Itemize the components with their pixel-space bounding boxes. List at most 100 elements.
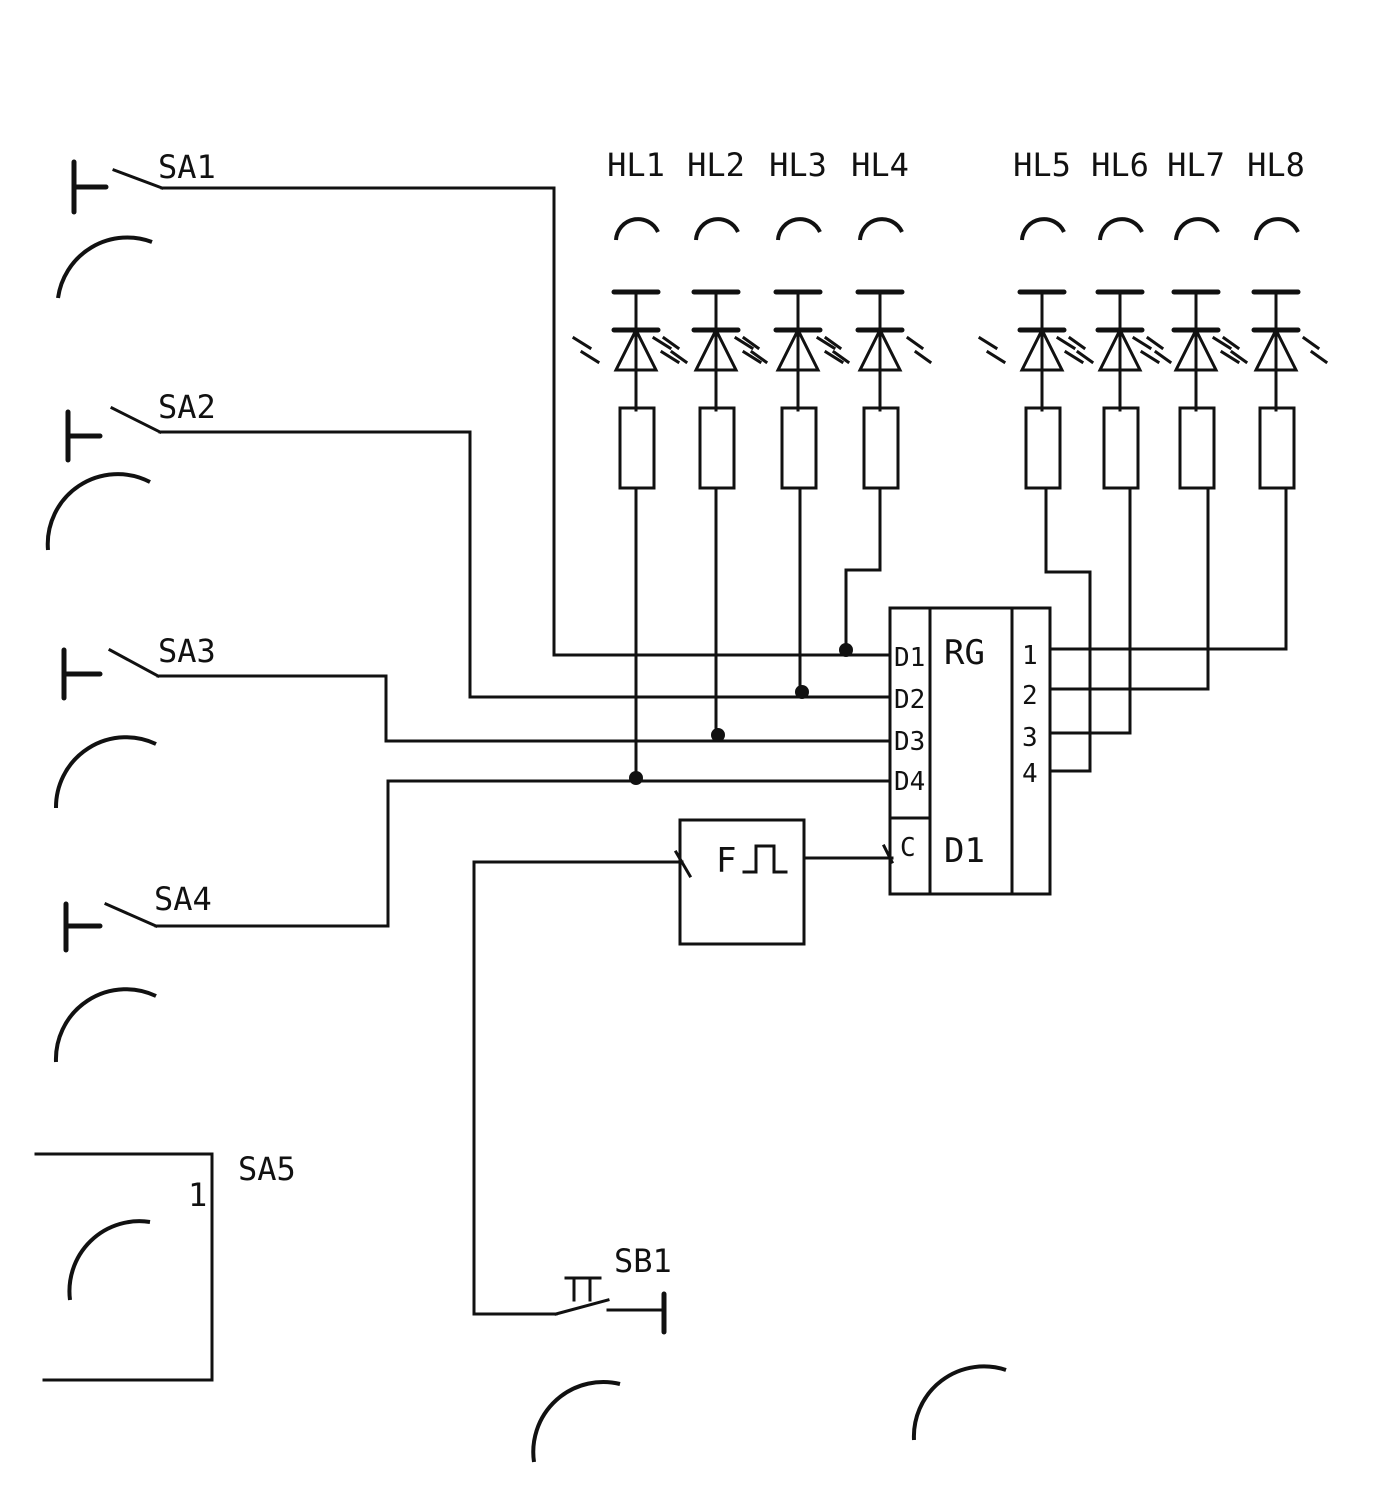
led-hl4: HL4: [815, 146, 933, 490]
register-d1: RG D1 D1 D2 D3 D4 C 1 2 3 4: [888, 606, 1052, 896]
led-label-hl3: HL3: [769, 146, 827, 184]
register-input-d3: D3: [894, 727, 925, 757]
led-diode-icon: [1173, 326, 1219, 372]
led-diode-icon: [1253, 326, 1299, 372]
led-hl6: HL6: [1055, 146, 1173, 490]
decor-arc: [1020, 217, 1066, 241]
resistor: [780, 406, 818, 490]
light-arrow-icon: [985, 349, 1007, 365]
resistor: [1024, 406, 1062, 490]
light-arrow-icon: [579, 349, 601, 365]
wire-sa1: [160, 186, 892, 657]
led-hl1: HL1: [571, 146, 689, 490]
led-label-hl2: HL2: [687, 146, 745, 184]
led-diode-icon: [775, 326, 821, 372]
light-arrow-icon: [733, 335, 755, 351]
switch-sa2: SA2: [45, 388, 216, 551]
light-arrow-icon: [1063, 349, 1085, 365]
light-arrow-icon: [1067, 335, 1087, 351]
led-hl5: HL5: [977, 146, 1095, 490]
led-label-hl8: HL8: [1247, 146, 1305, 184]
light-arrow-icon: [1139, 349, 1161, 365]
led-diode-icon: [613, 326, 659, 372]
switch-label-sa2: SA2: [158, 388, 216, 426]
led-hl8: HL8: [1211, 146, 1329, 490]
switch-sa3: SA3: [53, 632, 216, 809]
register-input-d4: D4: [894, 767, 925, 797]
resistor: [618, 406, 656, 490]
button-label: SB1: [614, 1242, 672, 1280]
switch-label-sa3: SA3: [158, 632, 216, 670]
led-label-hl4: HL4: [851, 146, 909, 184]
decor-arc: [858, 217, 904, 241]
light-arrow-icon: [823, 349, 845, 365]
light-arrow-icon: [977, 335, 999, 351]
register-input-d1: D1: [894, 643, 925, 673]
switch-label-sa1: SA1: [158, 148, 216, 186]
light-arrow-icon: [905, 335, 925, 351]
light-arrow-icon: [669, 349, 689, 365]
led-label-hl1: HL1: [607, 146, 665, 184]
wire-sa2: [158, 430, 892, 699]
led-diode-icon: [1097, 326, 1143, 372]
light-arrow-icon: [815, 335, 837, 351]
register-input-d2: D2: [894, 685, 925, 715]
led-label-hl5: HL5: [1013, 146, 1071, 184]
decor-arc: [614, 217, 660, 241]
resistor: [1102, 406, 1140, 490]
button-sb1: SB1: [472, 860, 684, 1335]
light-arrow-icon: [1229, 349, 1249, 365]
wire-out4: [1044, 486, 1092, 773]
switch-sa4: SA4: [53, 880, 212, 1063]
light-arrow-icon: [661, 335, 681, 351]
light-arrow-icon: [823, 335, 843, 351]
decor-arc: [776, 217, 822, 241]
light-arrow-icon: [741, 335, 761, 351]
light-arrow-icon: [913, 349, 933, 365]
wire-out1: [1048, 486, 1288, 651]
light-arrow-icon: [1219, 349, 1241, 365]
resistor: [1178, 406, 1216, 490]
selector-sa5: 1 SA5: [34, 1150, 296, 1382]
decor-arc: [694, 217, 740, 241]
decor-arc: [1254, 217, 1300, 241]
led-hl3: HL3: [733, 146, 851, 490]
light-arrow-icon: [1301, 335, 1321, 351]
register-function: RG: [944, 633, 985, 673]
register-output-3: 3: [1022, 723, 1038, 753]
led-diode-icon: [693, 326, 739, 372]
selector-label: SA5: [238, 1150, 296, 1188]
resistor: [862, 406, 900, 490]
register-clock: C: [900, 833, 916, 863]
led-diode-icon: [1019, 326, 1065, 372]
register-output-1: 1: [1022, 641, 1038, 671]
light-arrow-icon: [1153, 349, 1173, 365]
light-arrow-icon: [571, 335, 593, 351]
register-designator: D1: [944, 831, 985, 871]
wire-out3: [1048, 486, 1132, 735]
wire-sa4: [154, 779, 892, 928]
switch-sa1: SA1: [56, 148, 216, 299]
light-arrow-icon: [1055, 335, 1077, 351]
led-label-hl6: HL6: [1091, 146, 1149, 184]
wire-sa3: [156, 674, 892, 743]
arc-bottom-left: [531, 1380, 621, 1463]
junction-dot: [711, 728, 725, 742]
light-arrow-icon: [741, 349, 763, 365]
decor-arc: [1174, 217, 1220, 241]
led-hl2: HL2: [651, 146, 769, 490]
arc-bottom-right: [911, 1364, 1007, 1441]
led-array: HL1 HL2 HL3 HL4 HL5 HL6 HL7 HL8: [571, 146, 1329, 490]
light-arrow-icon: [1075, 349, 1095, 365]
light-arrow-icon: [831, 349, 851, 365]
pulse-generator: F: [673, 818, 895, 946]
led-hl7: HL7: [1131, 146, 1249, 490]
led-label-hl7: HL7: [1167, 146, 1225, 184]
junction-dot: [629, 771, 643, 785]
switch-label-sa4: SA4: [154, 880, 212, 918]
resistor: [1258, 406, 1296, 490]
light-arrow-icon: [1131, 335, 1153, 351]
junction-dot: [839, 643, 853, 657]
register-output-4: 4: [1022, 759, 1038, 789]
